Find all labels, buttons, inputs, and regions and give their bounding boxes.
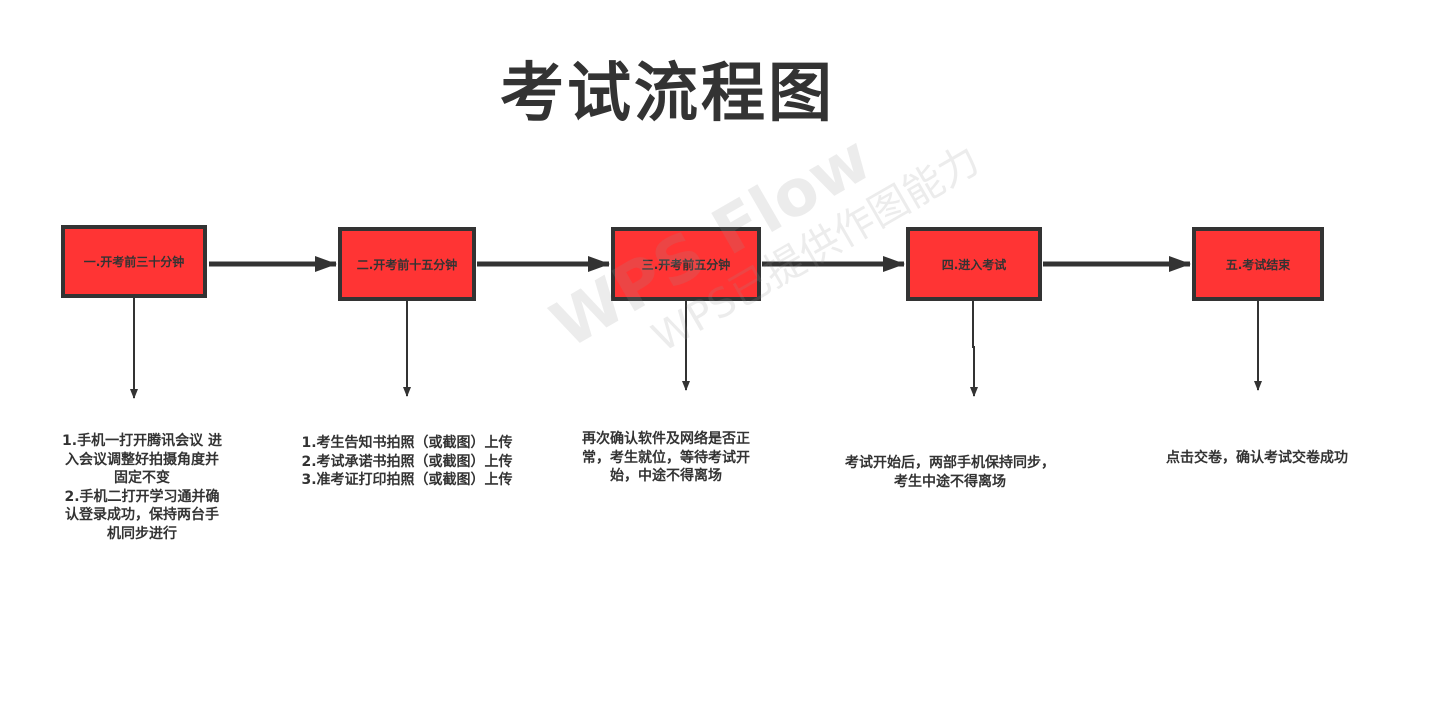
step-1-description-line: 机同步进行 [107, 525, 177, 542]
step-2-label: 二.开考前十五分钟 [356, 257, 458, 272]
step-3-description: 再次确认软件及网络是否正 常，考生就位，等待考试开 始，中途不得离场 [566, 430, 766, 486]
step-2-description: 1.考生告知书拍照（或截图）上传 2.考试承诺书拍照（或截图）上传 3.准考证打… [277, 434, 537, 490]
step-2-box: 二.开考前十五分钟 [338, 227, 476, 301]
step-5-label: 五.考试结束 [1225, 257, 1291, 272]
step-1-description: 1.手机一打开腾讯会议 进 入会议调整好拍摄角度并 固定不变 2.手机二打开学习… [42, 432, 242, 543]
step-4-label: 四.进入考试 [941, 257, 1007, 272]
step-2-description-line: 3.准考证打印拍照（或截图）上传 [301, 472, 513, 488]
step-1-description-line: 固定不变 [114, 470, 170, 486]
page-title: 考试流程图 [500, 56, 835, 131]
step-4-description: 考试开始后，两部手机保持同步， 考生中途不得离场 [820, 454, 1080, 491]
step-2-description-line: 1.考生告知书拍照（或截图）上传 [301, 435, 513, 451]
step-4-description-line: 考试开始后，两部手机保持同步， [845, 455, 1055, 471]
step-1-label: 一.开考前三十分钟 [83, 255, 185, 269]
step-5-box: 五.考试结束 [1192, 227, 1324, 301]
step-1-description-line: 1.手机一打开腾讯会议 进 [62, 433, 222, 449]
step-4-box: 四.进入考试 [906, 227, 1042, 301]
step-1-box: 一.开考前三十分钟 [61, 225, 207, 298]
step-5-description: 点击交卷，确认考试交卷成功 [1137, 449, 1377, 468]
step-1-description-line: 认登录成功，保持两台手 [65, 507, 219, 523]
step-1-description-line: 2.手机二打开学习通并确 [64, 488, 220, 505]
arrow-step4-down [970, 301, 978, 397]
step-5-description-line: 点击交卷，确认考试交卷成功 [1166, 450, 1348, 466]
step-3-description-line: 常，考生就位，等待考试开 [582, 449, 750, 466]
step-3-description-line: 再次确认软件及网络是否正 [582, 431, 750, 447]
step-3-label: 三.开考前五分钟 [641, 257, 731, 272]
step-2-description-line: 2.考试承诺书拍照（或截图）上传 [301, 453, 513, 470]
step-4-description-line: 考生中途不得离场 [894, 473, 1006, 490]
step-3-box: 三.开考前五分钟 [611, 227, 761, 301]
step-3-description-line: 始，中途不得离场 [610, 468, 722, 484]
step-1-description-line: 入会议调整好拍摄角度并 [65, 451, 219, 468]
